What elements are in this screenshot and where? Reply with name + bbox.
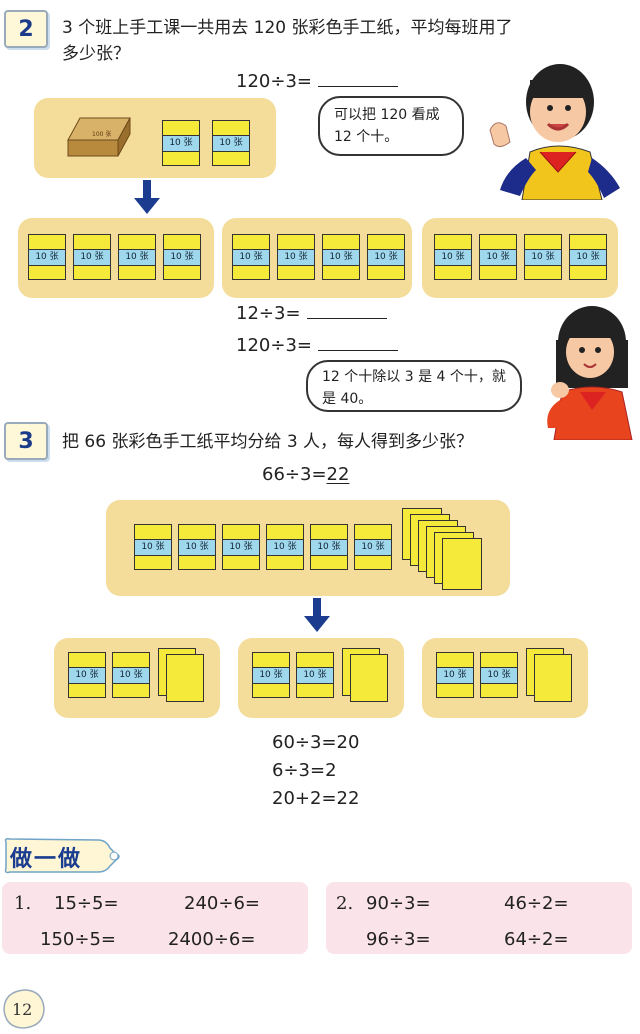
paper-pack: 10 张 bbox=[178, 524, 216, 570]
paper-pack: 10 张 bbox=[134, 524, 172, 570]
girl-speech-bubble: 12 个十除以 3 是 4 个十，就是 40。 bbox=[306, 360, 522, 412]
paper-pack: 10 张 bbox=[322, 234, 360, 280]
answer-blank bbox=[317, 70, 398, 87]
paper-pack: 10 张 bbox=[252, 652, 290, 698]
page-number: 12 bbox=[12, 1000, 33, 1019]
down-arrow-icon bbox=[304, 598, 330, 638]
answer-blank bbox=[306, 302, 387, 319]
problem-2-equation-top: 120÷3= bbox=[236, 70, 398, 92]
paper-pack: 10 张 bbox=[569, 234, 607, 280]
problem-3-step-1: 60÷3=20 bbox=[272, 732, 360, 753]
paper-pack: 10 张 bbox=[524, 234, 562, 280]
boy-illustration bbox=[470, 60, 630, 201]
paper-pack: 10 张 bbox=[163, 234, 201, 280]
problem-3-step-2: 6÷3=2 bbox=[272, 760, 337, 781]
paper-pack: 10 张 bbox=[112, 652, 150, 698]
practice-item: 46÷2= bbox=[504, 893, 569, 914]
practice-item: 64÷2= bbox=[504, 929, 569, 950]
loose-sheet bbox=[442, 538, 482, 590]
paper-pack: 10 张 bbox=[28, 234, 66, 280]
practice-group-2-number: 2. bbox=[336, 893, 354, 914]
loose-sheet bbox=[166, 654, 204, 702]
problem-2-text-line1: 3 个班上手工课一共用去 120 张彩色手工纸，平均每班用了 bbox=[62, 18, 513, 38]
paper-pack: 10 张 bbox=[480, 652, 518, 698]
paper-pack: 10 张 bbox=[118, 234, 156, 280]
practice-title: 做一做 bbox=[10, 847, 83, 872]
page-number-badge bbox=[2, 988, 46, 1030]
paper-pack: 10 张 bbox=[436, 652, 474, 698]
paper-pack: 10 张 bbox=[68, 652, 106, 698]
paper-pack: 10 张 bbox=[310, 524, 348, 570]
practice-item: 90÷3= bbox=[366, 893, 431, 914]
paper-pack: 10 张 bbox=[277, 234, 315, 280]
practice-group-2-panel bbox=[326, 882, 632, 954]
problem-3-answer: 22 bbox=[326, 464, 350, 485]
loose-sheet bbox=[534, 654, 572, 702]
practice-group-1-panel bbox=[2, 882, 308, 954]
paper-pack: 10 张 bbox=[479, 234, 517, 280]
problem-3-step-3: 20+2=22 bbox=[272, 788, 360, 809]
paper-pack: 10 张 bbox=[232, 234, 270, 280]
paper-pack: 10 张 bbox=[367, 234, 405, 280]
ream-label: 100 张 bbox=[92, 130, 111, 138]
paper-pack: 10 张 bbox=[73, 234, 111, 280]
problem-3-number: 3 bbox=[4, 422, 48, 460]
loose-sheet bbox=[350, 654, 388, 702]
problem-3-text: 把 66 张彩色手工纸平均分给 3 人，每人得到多少张？ bbox=[62, 432, 474, 452]
problem-2-equation-b: 120÷3= bbox=[236, 334, 398, 356]
paper-pack: 10 张 bbox=[212, 120, 250, 166]
paper-pack: 10 张 bbox=[296, 652, 334, 698]
problem-3-equation-top: 66÷3=22 bbox=[262, 464, 350, 485]
boy-speech-bubble: 可以把 120 看成 12 个十。 bbox=[318, 96, 464, 156]
practice-item: 15÷5= bbox=[54, 893, 119, 914]
practice-item: 2400÷6= bbox=[168, 929, 256, 950]
paper-ream-image: 100 张 bbox=[64, 114, 134, 164]
practice-item: 150÷5= bbox=[40, 929, 116, 950]
answer-blank bbox=[317, 334, 398, 351]
practice-group-1-number: 1. bbox=[14, 893, 32, 914]
practice-item: 240÷6= bbox=[184, 893, 260, 914]
girl-illustration bbox=[540, 300, 638, 441]
paper-pack: 10 张 bbox=[222, 524, 260, 570]
paper-pack: 10 张 bbox=[266, 524, 304, 570]
problem-2-number: 2 bbox=[4, 10, 48, 48]
practice-title-tag bbox=[2, 836, 124, 876]
paper-pack: 10 张 bbox=[354, 524, 392, 570]
paper-pack: 10 张 bbox=[162, 120, 200, 166]
problem-2-text-line2: 多少张？ bbox=[62, 44, 130, 64]
down-arrow-icon bbox=[134, 180, 160, 220]
practice-item: 96÷3= bbox=[366, 929, 431, 950]
problem-2-equation-a: 12÷3= bbox=[236, 302, 387, 324]
paper-pack: 10 张 bbox=[434, 234, 472, 280]
